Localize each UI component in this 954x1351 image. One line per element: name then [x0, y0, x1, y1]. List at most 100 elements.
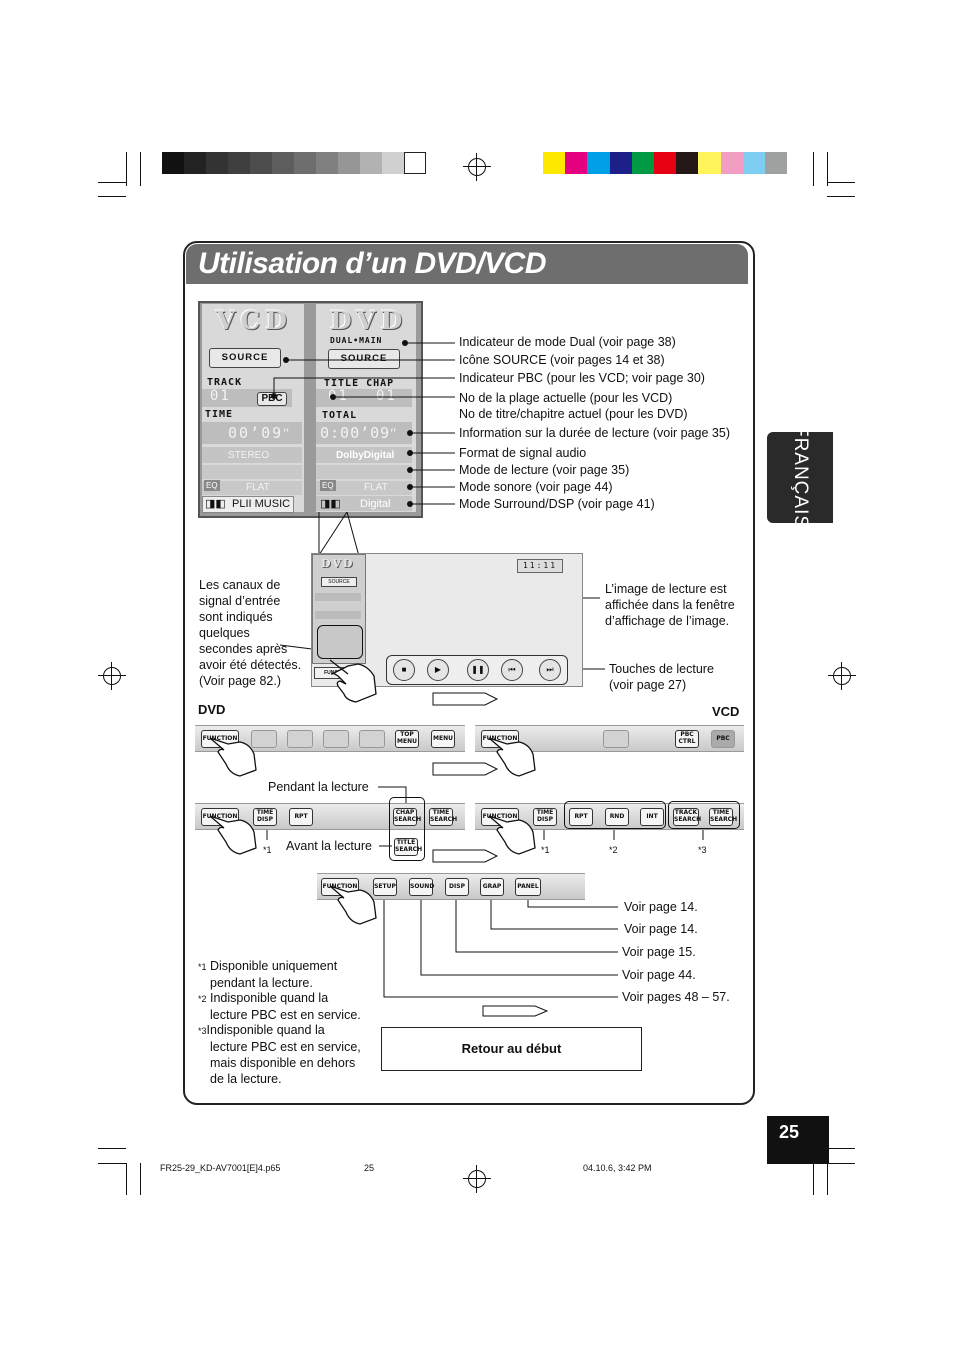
panel-ref: Voir page 14. [624, 900, 698, 914]
crop-mark [827, 1148, 855, 1149]
zoom-icon [251, 730, 277, 748]
grap-button[interactable]: GRAP [480, 878, 504, 896]
page-title: Utilisation d’un DVD/VCD [198, 247, 547, 280]
footer-page: 25 [364, 1163, 375, 1173]
setup-ref: Voir pages 48 – 57. [622, 990, 730, 1004]
setup-button[interactable]: SETUP [373, 878, 397, 896]
time-search-button[interactable]: TIME SEARCH [709, 808, 737, 826]
vcd-logo: VCD [216, 306, 292, 335]
return-to-start-box: Retour au début [381, 1027, 642, 1071]
title-number: 01 [328, 388, 349, 404]
mini-source-button[interactable]: SOURCE [321, 577, 357, 587]
previous-icon[interactable]: ⏮ [501, 659, 523, 681]
rnd-button[interactable]: RND [605, 808, 629, 826]
clock-display: 11:11 [517, 559, 563, 573]
footnote-3: *3Indisponible quand la lecture PBC est … [198, 1023, 361, 1086]
calibration-swatch [228, 152, 250, 174]
play-icon[interactable]: ▶ [427, 659, 449, 681]
angle-icon [359, 730, 385, 748]
pointing-hand-icon [329, 885, 377, 925]
pbc-button[interactable]: PBC [711, 730, 735, 748]
sound-button[interactable]: SOUND [409, 878, 434, 896]
disp-ref: Voir page 15. [622, 945, 696, 959]
subtitle-icon [287, 730, 313, 748]
pointing-hand-icon [488, 815, 536, 855]
dolby-icon: ◨◧ [205, 498, 226, 510]
crop-mark [126, 1163, 127, 1195]
panel-button[interactable]: PANEL [515, 878, 541, 896]
footnote-ref: *2 [609, 845, 618, 855]
stop-icon[interactable]: ■ [393, 659, 415, 681]
rpt-button[interactable]: RPT [569, 808, 593, 826]
track-search-button[interactable]: TRACK SEARCH [673, 808, 701, 826]
surround-lcd [202, 496, 294, 513]
language-tab [767, 432, 833, 523]
page-number-box: 25 [767, 1116, 829, 1164]
time-search-button[interactable]: TIME SEARCH [429, 808, 457, 826]
footnote-2: *2 Indisponible quand la lecture PBC est… [198, 991, 361, 1022]
total-label: TOTAL [322, 410, 358, 421]
pbc-indicator: PBC [257, 392, 287, 406]
calibration-swatch [184, 152, 206, 174]
crop-mark [98, 1148, 126, 1149]
dual-indicator: DUAL•MAIN [330, 336, 383, 345]
calibration-swatch [206, 152, 228, 174]
calibration-swatch [654, 152, 677, 174]
rpt-button[interactable]: RPT [289, 808, 313, 826]
pointing-hand-icon [209, 815, 257, 855]
title-bar [186, 244, 748, 284]
keys-note: Touches de lecture(voir page 27) [609, 662, 714, 692]
audio-lcd [202, 447, 302, 463]
crop-mark [98, 1163, 126, 1164]
time-disp-button[interactable]: TIME DISP [533, 808, 557, 826]
pause-icon[interactable]: ❚❚ [467, 659, 489, 681]
callout-track: No de la plage actuelle (pour les VCD) [459, 391, 673, 405]
eq-badge: EQ [320, 480, 336, 491]
time-disp-button[interactable]: TIME DISP [253, 808, 277, 826]
calibration-swatch [250, 152, 272, 174]
calibration-swatch [404, 152, 426, 174]
callout-sound-mode: Mode sonore (voir page 44) [459, 480, 613, 494]
pbc-ctrl-button[interactable]: PBC CTRL [675, 730, 699, 748]
callout-pbc: Indicateur PBC (pour les VCD; voir page … [459, 371, 705, 385]
time-lcd [202, 422, 302, 444]
title-chap-label: TITLE CHAP [324, 378, 395, 389]
mini-dvd-logo: DVD [321, 557, 355, 570]
int-button[interactable]: INT [640, 808, 664, 826]
callout-surround: Mode Surround/DSP (voir page 41) [459, 497, 655, 511]
time-value: 00ʼ09ʺ [228, 424, 291, 442]
calibration-swatch [316, 152, 338, 174]
next-icon[interactable]: ⏭ [539, 659, 561, 681]
surround-mode: Digital [360, 498, 391, 510]
disp-button[interactable]: DISP [445, 878, 469, 896]
calibration-swatch [676, 152, 699, 174]
title-search-button[interactable]: TITLE SEARCH [394, 838, 422, 856]
crop-mark [126, 152, 127, 186]
calibration-swatch [338, 152, 360, 174]
menu-button[interactable]: MENU [431, 730, 455, 748]
crop-mark [140, 152, 141, 186]
footer-date: 04.10.6, 3:42 PM [583, 1163, 652, 1173]
chap-search-button[interactable]: CHAP SEARCH [393, 808, 421, 826]
audio-lcd [316, 447, 412, 463]
source-button[interactable]: SOURCE [209, 348, 281, 368]
calibration-swatch [698, 152, 721, 174]
source-button[interactable]: SOURCE [328, 349, 400, 369]
time-value: 0:00ʼ09ʺ [320, 424, 397, 442]
pointing-hand-icon [209, 737, 257, 777]
eq-lcd [316, 481, 412, 495]
crop-mark [827, 182, 855, 183]
footnote-ref: *1 [263, 845, 272, 855]
vcd-label: VCD [712, 704, 740, 719]
top-menu-button[interactable]: TOP MENU [395, 730, 419, 748]
crop-mark [140, 1163, 141, 1195]
eq-lcd [202, 481, 302, 495]
dolby-icon: ◨◧ [320, 498, 341, 510]
sound-mode: FLAT [246, 482, 270, 493]
calibration-swatch [631, 152, 654, 174]
crop-mark [827, 1163, 828, 1195]
mini-display: DVD SOURCE [312, 554, 366, 664]
calibration-swatch [162, 152, 184, 174]
